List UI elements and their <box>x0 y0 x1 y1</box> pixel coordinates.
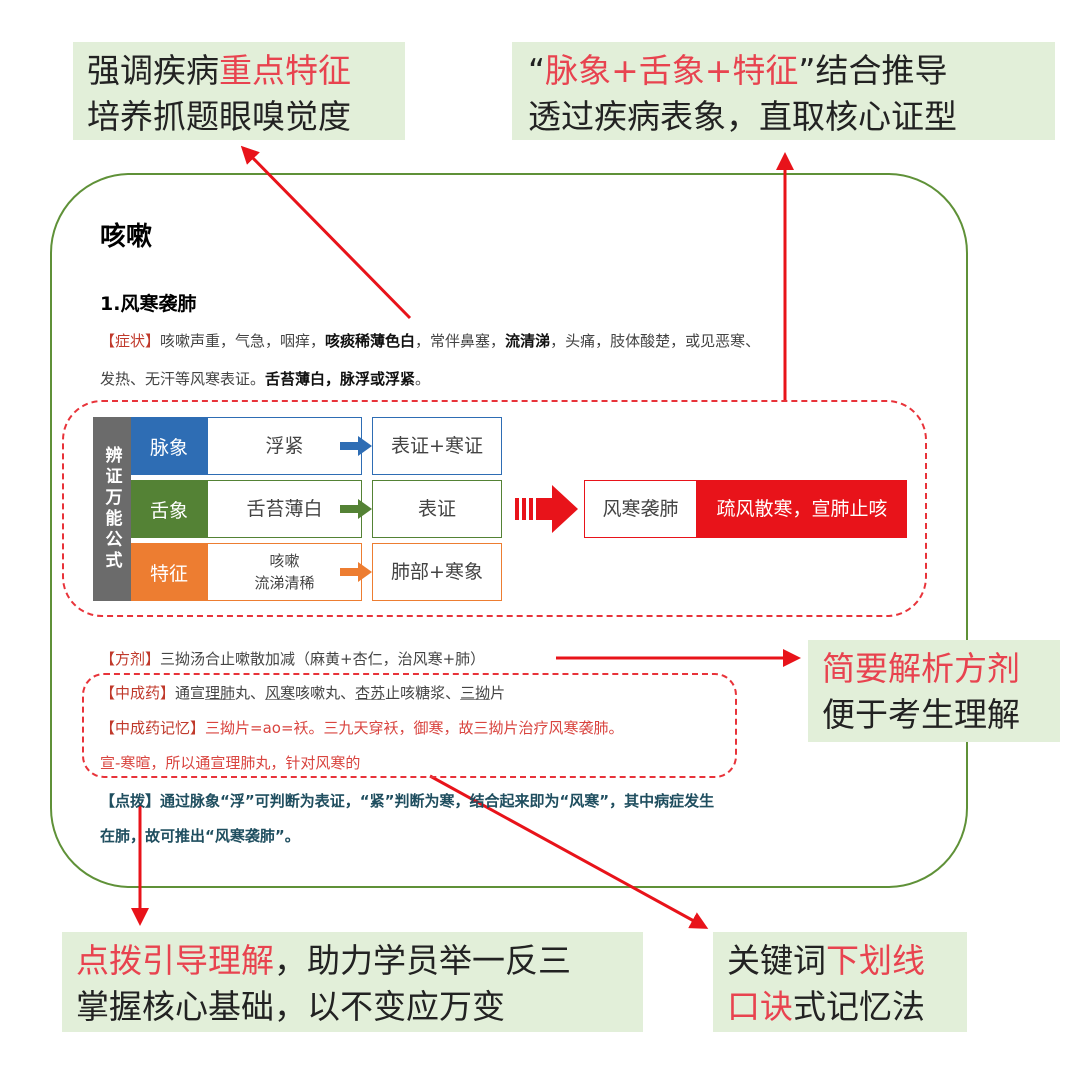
note-guidance: 点拨引导理解，助力学员举一反三 掌握核心基础，以不变应万变 <box>62 932 643 1032</box>
note-text: ”结合推导 <box>798 51 948 90</box>
note-text: 培养抓题眼嗅觉度 <box>87 97 351 136</box>
patent-medicine-frame <box>82 673 737 778</box>
note-prescription: 简要解析方剂 便于考生理解 <box>808 640 1060 742</box>
big-arrow <box>515 485 578 533</box>
note-text: 便于考生理解 <box>822 695 1020 734</box>
main-card <box>50 173 968 888</box>
arrow-right-icon <box>340 436 372 456</box>
tip-line-2: 在肺，故可推出“风寒袭肺”。 <box>100 827 300 845</box>
note-memory: 关键词下划线 口诀式记忆法 <box>713 932 967 1032</box>
note-highlight: 点拨引导理解 <box>76 941 274 980</box>
memory-line-2: 宣-寒暄，所以通宣理肺丸，针对风寒的 <box>100 754 361 772</box>
formula-row-result: 肺部+寒象 <box>372 543 502 601</box>
note-highlight: 下划线 <box>826 941 925 980</box>
note-text: 透过疾病表象，直取核心证型 <box>528 97 957 136</box>
note-highlight: 简要解析方剂 <box>822 649 1020 688</box>
arrow-to-key-features <box>240 145 412 320</box>
memory-line-1: 【中成药记忆】三拗片=ao=袄。三九天穿袄，御寒，故三拗片治疗风寒袭肺。 <box>100 719 624 737</box>
prescription-line: 【方剂】三拗汤合止嗽散加减（麻黄+杏仁，治风寒+肺） <box>100 650 486 668</box>
formula-side-label: 辨证万能公式 <box>93 417 131 601</box>
note-text: ，助力学员举一反三 <box>274 941 571 980</box>
formula-row-label: 脉象 <box>131 417 207 475</box>
note-highlight: 口诀 <box>727 987 793 1026</box>
symptoms-line-2: 发热、无汗等风寒表证。舌苔薄白，脉浮或浮紧。 <box>100 370 431 388</box>
note-text: 强调疾病 <box>87 51 219 90</box>
treatment-box: 疏风散寒，宣肺止咳 <box>697 480 907 538</box>
arrow-right-icon <box>340 562 372 582</box>
formula-row-result: 表证+寒证 <box>372 417 502 475</box>
section-title: 1.风寒袭肺 <box>100 293 197 315</box>
formula-row-value: 浮紧 <box>207 417 362 475</box>
disease-title: 咳嗽 <box>100 222 153 252</box>
tip-line-1: 【点拨】通过脉象“浮”可判断为表证，“紧”判断为寒，结合起来即为“风寒”，其中病… <box>100 792 715 810</box>
note-combination: “脉象+舌象+特征”结合推导 透过疾病表象，直取核心证型 <box>512 42 1055 140</box>
note-text: 式记忆法 <box>793 987 925 1026</box>
arrow-to-memory <box>429 774 709 929</box>
symptoms-line-1: 【症状】咳嗽声重，气急，咽痒，咳痰稀薄色白，常伴鼻塞，流清涕，头痛，肢体酸楚，或… <box>100 332 761 350</box>
formula-row-label: 舌象 <box>131 480 207 538</box>
formula-frame <box>62 400 927 617</box>
formula-row-label: 特征 <box>131 543 207 601</box>
formula-row-value: 舌苔薄白 <box>207 480 362 538</box>
note-text: 掌握核心基础，以不变应万变 <box>76 987 505 1026</box>
arrow-right-icon <box>340 499 372 519</box>
conclusion-box: 风寒袭肺 <box>584 480 697 538</box>
note-text: 关键词 <box>727 941 826 980</box>
formula-row-result: 表证 <box>372 480 502 538</box>
patent-medicine-line: 【中成药】通宣理肺丸、风寒咳嗽丸、杏苏止咳糖浆、三拗片 <box>100 684 506 702</box>
note-key-features: 强调疾病重点特征 培养抓题眼嗅觉度 <box>73 42 405 140</box>
note-highlight: 脉象+舌象+特征 <box>545 51 799 90</box>
note-text: “ <box>528 51 546 90</box>
formula-row-value: 咳嗽流涕清稀 <box>207 543 362 601</box>
note-highlight: 重点特征 <box>219 51 351 90</box>
